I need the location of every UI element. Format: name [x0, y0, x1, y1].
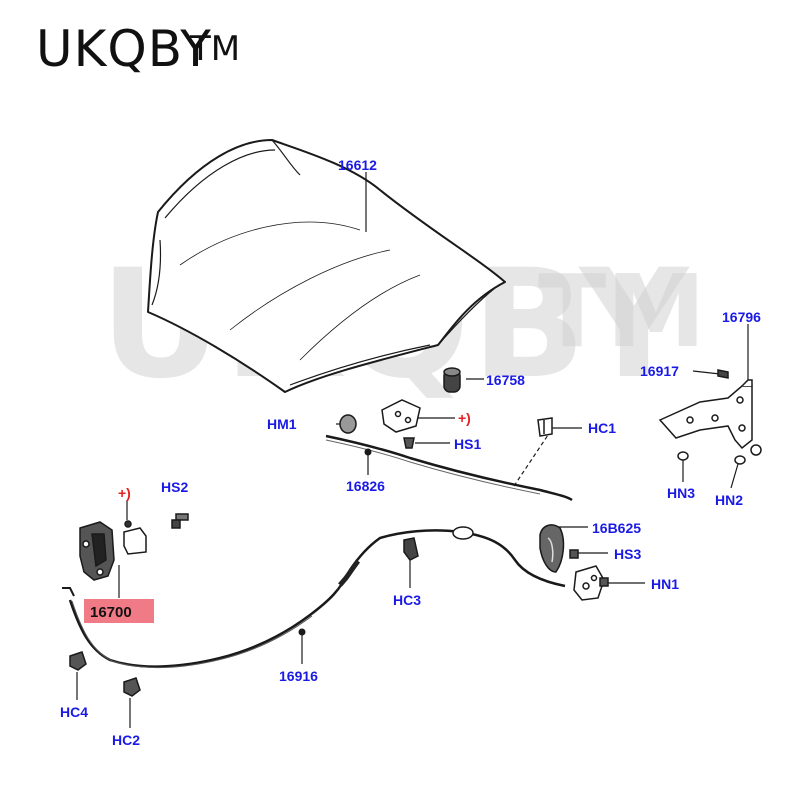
label-hc3: HC3 — [393, 592, 422, 608]
label-plus-note-2: +) — [118, 485, 131, 501]
label-16700: 16700 — [90, 604, 132, 621]
hood-latch-16700 — [62, 521, 115, 597]
leader-lines — [76, 172, 749, 728]
cable-16826 — [325, 431, 573, 502]
label-16758: 16758 — [486, 372, 525, 388]
grommet-hm1 — [339, 414, 357, 434]
label-16917: 16917 — [640, 363, 679, 379]
handle-bracket — [573, 565, 605, 601]
label-16612: 16612 — [338, 157, 377, 173]
label-plus-note-1: +) — [458, 410, 471, 426]
latch-bracket — [123, 520, 147, 555]
hinge-assembly-16796 — [658, 369, 762, 465]
bumper-16758 — [443, 367, 461, 393]
label-hc1: HC1 — [588, 420, 617, 436]
clip-hc3 — [403, 537, 419, 561]
cable-16916 — [68, 526, 566, 669]
label-16826: 16826 — [346, 478, 385, 494]
label-hs3: HS3 — [614, 546, 642, 562]
label-hn1: HN1 — [651, 576, 680, 592]
brand-name: UKQBY — [36, 20, 212, 78]
striker-bracket — [381, 399, 421, 449]
clip-hc1 — [537, 417, 553, 437]
label-hn2: HN2 — [715, 492, 744, 508]
clip-hc4 — [69, 651, 87, 671]
label-hs1: HS1 — [454, 436, 482, 452]
label-hn3: HN3 — [667, 485, 696, 501]
clip-hc2 — [123, 677, 141, 697]
label-hs2: HS2 — [161, 479, 189, 495]
label-hc4: HC4 — [60, 704, 89, 720]
fasteners-hs3-hn1 — [569, 549, 609, 587]
screw-hs2 — [171, 513, 189, 529]
label-hm1: HM1 — [267, 416, 297, 432]
label-16916: 16916 — [279, 668, 318, 684]
release-handle-16b625 — [539, 524, 565, 573]
label-16796: 16796 — [722, 309, 761, 325]
hood-panel — [147, 139, 506, 393]
watermark-tm: TM — [538, 253, 706, 370]
highlight-16700 — [84, 599, 154, 623]
label-16b625: 16B625 — [592, 520, 642, 536]
label-hc2: HC2 — [112, 732, 141, 748]
brand-tm: TM — [190, 29, 241, 69]
